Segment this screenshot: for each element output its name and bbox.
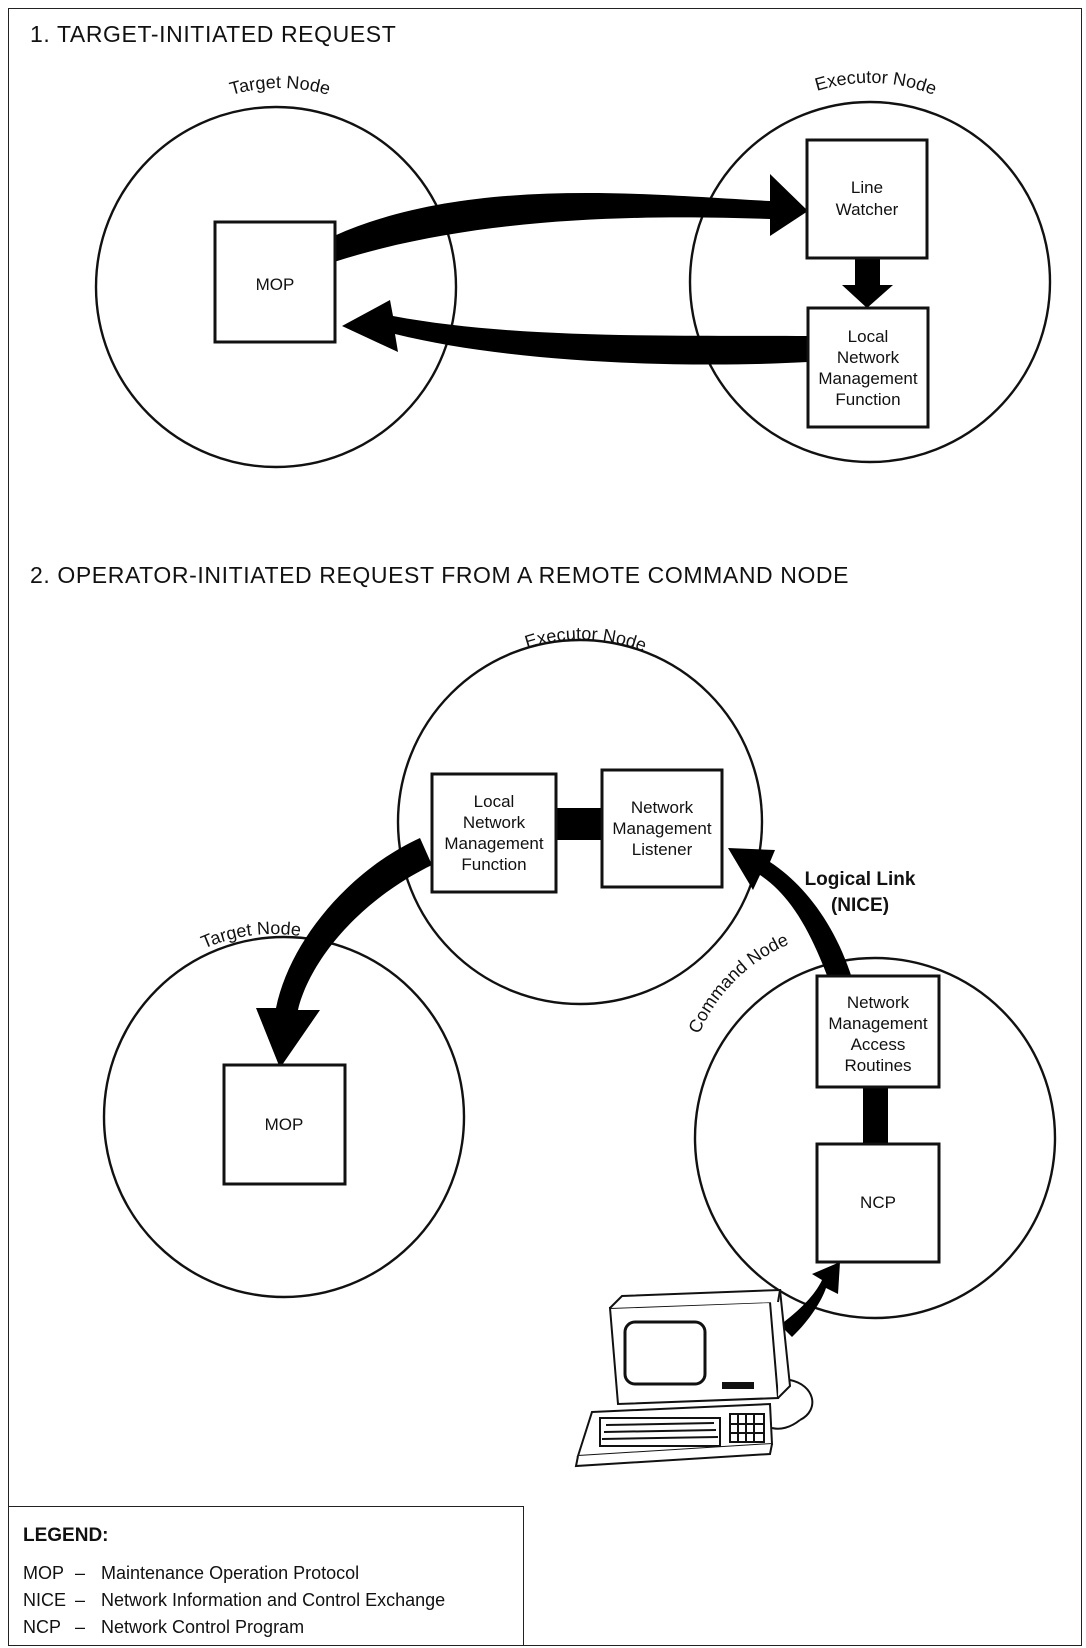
- s2-local-nmf-label-2: Network: [463, 813, 526, 832]
- s1-line-watcher-box: [805, 138, 929, 260]
- s2-executor-node-label: Executor Node: [522, 624, 649, 656]
- s1-line-watcher-label-2: Watcher: [836, 200, 899, 219]
- s2-local-nmf-label-1: Local: [474, 792, 515, 811]
- s1-arrow-lnmf-to-mop: [342, 300, 808, 365]
- legend-abbr: NCP: [23, 1617, 62, 1637]
- s2-nml-label-2: Management: [612, 819, 712, 838]
- s1-local-nmf-label-2: Network: [837, 348, 900, 367]
- s2-mop-box: [222, 1063, 347, 1186]
- s2-ncp-box: [815, 1142, 941, 1264]
- s1-local-nmf-label-4: Function: [835, 390, 900, 409]
- legend-item-mop: MOP–Maintenance Operation Protocol: [23, 1560, 523, 1587]
- legend-item-nice: NICE–Network Information and Control Exc…: [23, 1587, 523, 1614]
- s1-mop-box: [213, 220, 337, 344]
- legend-text: Maintenance Operation Protocol: [101, 1563, 360, 1583]
- s1-target-node-circle: [94, 105, 458, 469]
- s2-nml-label-1: Network: [631, 798, 694, 817]
- s2-nmar-label-1: Network: [847, 993, 910, 1012]
- legend-text: Network Control Program: [101, 1617, 305, 1637]
- s1-line-watcher-label-1: Line: [851, 178, 883, 197]
- s1-executor-node-circle: [688, 100, 1052, 464]
- s2-nmar-box: [815, 974, 941, 1089]
- s2-executor-node-circle: [396, 638, 764, 1006]
- s1-local-nmf-label-3: Management: [818, 369, 918, 388]
- figure-frame: [8, 8, 1082, 1646]
- s2-nml-box: [600, 768, 724, 889]
- legend-abbr: NICE: [23, 1590, 67, 1610]
- s2-local-nmf-box: [430, 772, 558, 894]
- legend-abbr: MOP: [23, 1563, 65, 1583]
- section-1-title: 1. TARGET-INITIATED REQUEST: [30, 21, 396, 47]
- s2-arrow-terminal-to-ncp: [780, 1262, 840, 1337]
- s2-ncp-label: NCP: [860, 1193, 896, 1212]
- s2-local-nmf-label-3: Management: [444, 834, 544, 853]
- s2-nml-label-3: Listener: [632, 840, 693, 859]
- s2-link-lnmf-to-nml: [555, 808, 602, 840]
- s2-target-node-circle: [102, 935, 466, 1299]
- s1-local-nmf-label-1: Local: [848, 327, 889, 346]
- s1-executor-node-label: Executor Node: [813, 67, 940, 99]
- legend: LEGEND: MOP–Maintenance Operation Protoc…: [8, 1506, 524, 1646]
- s1-target-node-label: Target Node: [227, 72, 332, 99]
- s1-arrow-mop-to-line-watcher: [334, 174, 808, 262]
- s2-arrow-lnmf-to-mop: [256, 838, 432, 1068]
- legend-item-ncp: NCP–Network Control Program: [23, 1614, 523, 1641]
- terminal-icon: [574, 1288, 814, 1468]
- s2-local-nmf-label-4: Function: [461, 855, 526, 874]
- s2-nmar-label-3: Access: [851, 1035, 906, 1054]
- legend-title: LEGEND:: [23, 1525, 109, 1546]
- s2-arrow-logical-link: [728, 848, 852, 978]
- legend-dash: –: [75, 1617, 86, 1637]
- section-2-title: 2. OPERATOR-INITIATED REQUEST FROM A REM…: [30, 562, 849, 588]
- legend-text: Network Information and Control Exchange: [101, 1590, 446, 1610]
- s2-nmar-label-4: Routines: [844, 1056, 911, 1075]
- legend-dash: –: [75, 1590, 86, 1610]
- s2-mop-label: MOP: [265, 1115, 304, 1134]
- s2-target-node-label: Target Node: [198, 918, 302, 952]
- s2-nmar-label-2: Management: [828, 1014, 928, 1033]
- s1-local-nmf-box: [806, 306, 930, 429]
- legend-dash: –: [75, 1563, 86, 1583]
- s1-arrow-line-watcher-to-lnmf: [842, 258, 893, 308]
- s2-logical-link-label-1: Logical Link: [805, 869, 916, 890]
- s2-link-nmar-to-ncp: [863, 1086, 888, 1145]
- s2-command-node-circle: [693, 956, 1057, 1320]
- s2-logical-link-label-2: (NICE): [831, 895, 889, 916]
- s1-mop-label: MOP: [256, 275, 295, 294]
